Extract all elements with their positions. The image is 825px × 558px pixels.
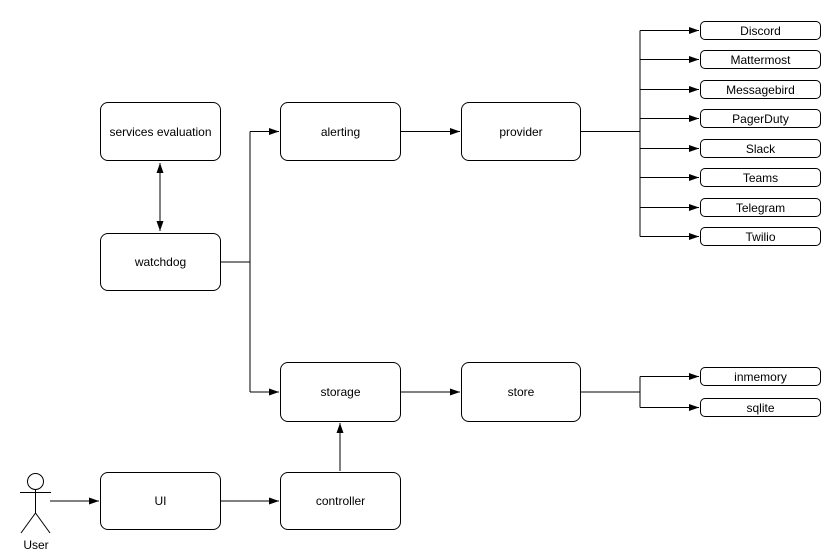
node-provider-telegram: Telegram bbox=[700, 198, 821, 217]
node-storage: storage bbox=[280, 362, 401, 422]
node-provider-mattermost: Mattermost bbox=[700, 50, 821, 69]
node-provider-twilio: Twilio bbox=[700, 227, 821, 246]
node-provider-discord: Discord bbox=[700, 21, 821, 40]
node-provider-slack: Slack bbox=[700, 139, 821, 158]
node-alerting: alerting bbox=[280, 102, 401, 161]
node-store-sqlite: sqlite bbox=[700, 398, 821, 417]
user-actor-icon bbox=[20, 473, 51, 534]
node-provider-messagebird: Messagebird bbox=[700, 80, 821, 99]
node-provider: provider bbox=[461, 102, 581, 161]
node-controller: controller bbox=[280, 472, 401, 530]
node-ui: UI bbox=[100, 472, 221, 530]
edge-watchdog-branch bbox=[221, 128, 279, 396]
edge-provider-fanout bbox=[581, 27, 699, 240]
node-watchdog: watchdog bbox=[100, 233, 221, 291]
edge-store-fanout bbox=[581, 373, 699, 411]
node-provider-pagerduty: PagerDuty bbox=[700, 109, 821, 128]
node-store: store bbox=[461, 362, 581, 422]
node-services-evaluation: services evaluation bbox=[100, 102, 221, 161]
user-actor-label: User bbox=[23, 538, 49, 552]
node-provider-teams: Teams bbox=[700, 168, 821, 187]
node-store-inmemory: inmemory bbox=[700, 367, 821, 386]
